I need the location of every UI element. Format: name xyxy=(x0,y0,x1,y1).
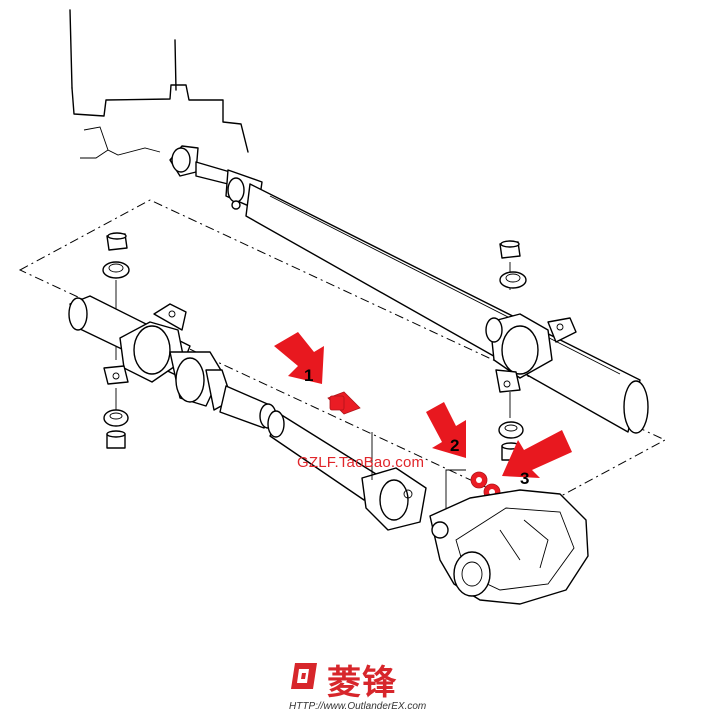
propeller-shaft-installed xyxy=(169,145,649,434)
callout-arrow-shape xyxy=(502,430,572,478)
rear-differential xyxy=(429,489,589,605)
propeller-shaft-removed-front xyxy=(68,295,277,429)
callout-arrow-shape xyxy=(274,332,324,384)
center-bearing-fasteners-right xyxy=(498,240,527,461)
site-logo: 菱锋 HTTP://www.OutlanderEX.com xyxy=(283,655,443,723)
callout-arrow-1: 1 xyxy=(274,332,324,385)
callout-arrow-shape xyxy=(426,402,466,458)
vehicle-body-outline xyxy=(69,9,249,159)
callout-arrow-2: 2 xyxy=(426,402,466,458)
logo-chinese-text: 菱锋 xyxy=(327,663,397,703)
logo-url-text: HTTP://www.OutlanderEX.com xyxy=(289,701,427,712)
logo-mark-icon xyxy=(291,663,317,689)
watermark-text: GZLF.TaoBao.com xyxy=(297,454,425,471)
callout-arrow-3: 3 xyxy=(502,430,572,488)
callout-number-3: 3 xyxy=(520,469,529,488)
installed-position-frame xyxy=(18,199,667,511)
propeller-shaft-removed-rear xyxy=(267,410,427,531)
callout-number-1: 1 xyxy=(304,366,313,385)
callout-number-2: 2 xyxy=(450,436,459,455)
